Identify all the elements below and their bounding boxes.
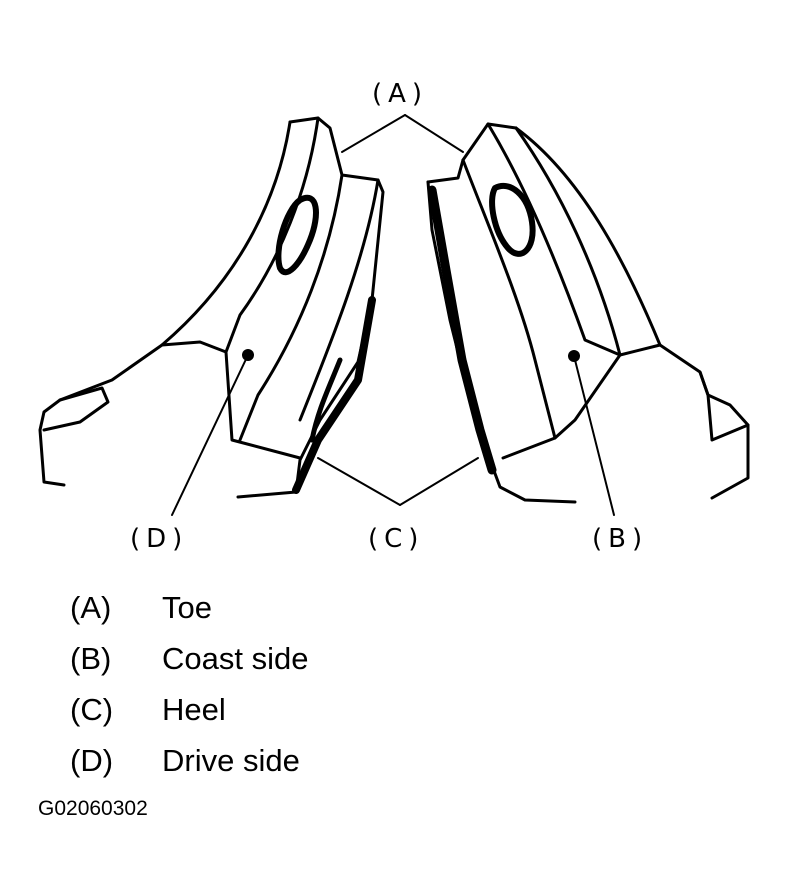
callout-b: (B) (592, 524, 648, 554)
legend-row-coast-side: (B) Coast side (70, 633, 308, 684)
legend-key: (D) (70, 742, 114, 778)
legend: (A) Toe (B) Coast side (C) Heel (D) Driv… (70, 582, 308, 786)
legend-key: (C) (70, 691, 114, 727)
leader-lines (171, 114, 615, 516)
left-gear-tooth (38, 116, 385, 499)
figure-code: G02060302 (38, 797, 148, 820)
gear-tooth-illustration: (A) (C) (D) (B) (38, 79, 750, 554)
legend-row-drive-side: (D) Drive side (70, 735, 308, 786)
legend-row-heel: (C) Heel (70, 684, 308, 735)
legend-row-toe: (A) Toe (70, 582, 308, 633)
callout-a: (A) (372, 79, 428, 109)
legend-text: Toe (162, 589, 212, 625)
legend-text: Drive side (162, 742, 300, 778)
legend-key: (A) (70, 589, 112, 625)
callout-c: (C) (368, 524, 424, 554)
legend-text: Heel (162, 691, 226, 727)
right-gear-tooth (426, 122, 750, 504)
callout-d: (D) (130, 524, 188, 554)
legend-key: (B) (70, 640, 112, 676)
legend-text: Coast side (162, 640, 309, 676)
